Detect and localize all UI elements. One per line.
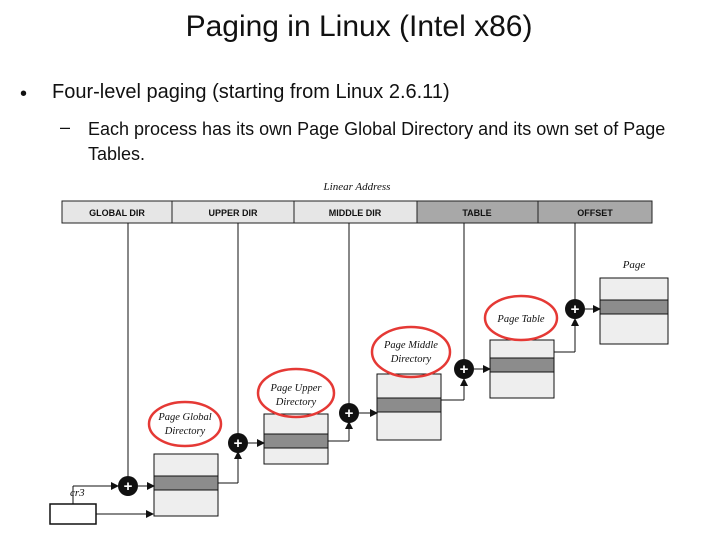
page-upper-directory-label-line1: Page Upper [269, 383, 322, 394]
cr3-register [49, 503, 97, 525]
page-label: Page [622, 259, 646, 271]
field-global-dir-label: GLOBAL DIR [89, 208, 145, 218]
highlight-circle-upper [256, 367, 336, 419]
field-offset [537, 200, 653, 224]
highlight-circle-table [483, 294, 559, 342]
svg-text:+: + [460, 361, 469, 378]
svg-text:+: + [234, 435, 243, 452]
adder-plus-icon: + [565, 299, 585, 319]
svg-text:+: + [124, 478, 133, 495]
svg-text:+: + [345, 405, 354, 422]
field-offset-label: OFFSET [577, 208, 613, 218]
slide-title: Paging in Linux (Intel x86) [185, 10, 533, 43]
field-upper-dir-label: UPPER DIR [208, 208, 258, 218]
adder-plus-icon: + [228, 433, 248, 453]
sub-bullet-text: Each process has its own Page Global Dir… [88, 119, 666, 164]
page-upper-directory-label-line2: Directory [275, 397, 317, 408]
sub-bullet-dash-icon: – [60, 117, 71, 137]
adder-plus-icon: + [118, 476, 138, 496]
adder-plus-icon: + [339, 403, 359, 423]
highlight-circle-middle [370, 325, 452, 379]
bullet-text: Four-level paging (starting from Linux 2… [52, 81, 450, 103]
page-global-directory-label-line2: Directory [164, 426, 206, 437]
bullet-dot-icon: • [20, 83, 28, 105]
field-table-label: TABLE [462, 208, 491, 218]
page-middle-directory-label-line2: Directory [390, 354, 432, 365]
highlight-circle-global [147, 400, 223, 448]
page-global-directory-label-line1: Page Global [157, 412, 211, 423]
field-middle-dir-label: MIDDLE DIR [329, 208, 382, 218]
page-middle-directory-label-line1: Page Middle [383, 340, 438, 351]
cr3-label: cr3 [70, 487, 85, 499]
linear-address-label: Linear Address [323, 181, 391, 193]
adder-plus-icon: + [454, 359, 474, 379]
page-table-label: Page Table [496, 314, 544, 325]
svg-text:+: + [571, 301, 580, 318]
